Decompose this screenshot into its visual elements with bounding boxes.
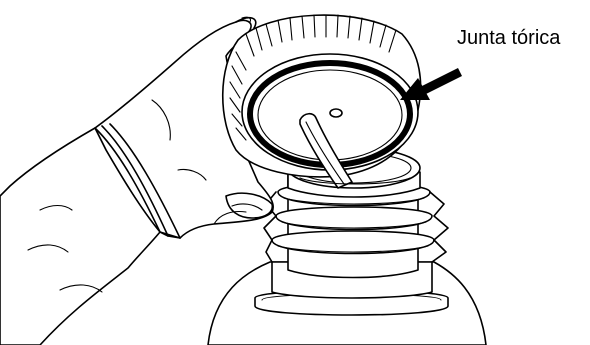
o-ring-label: Junta tórica — [457, 28, 560, 48]
